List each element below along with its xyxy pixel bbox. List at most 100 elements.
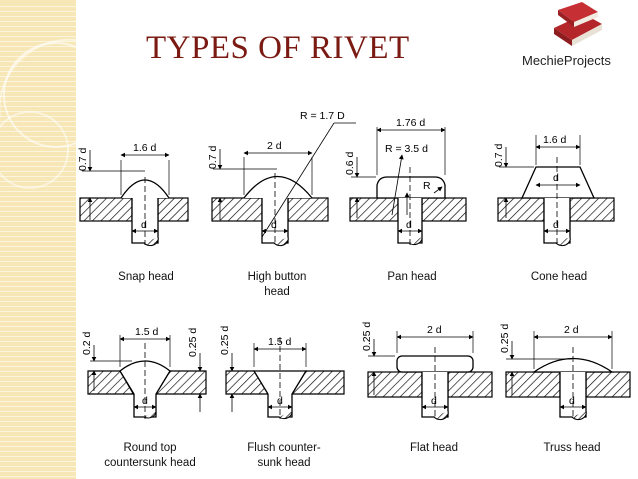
strip-line	[0, 141, 76, 142]
caption-flush-line1: Flush counter-	[247, 442, 321, 454]
strip-line	[0, 151, 76, 152]
caption-high-button-head-line2: head	[264, 286, 290, 298]
strip-line	[0, 21, 76, 22]
caption-high-button-head-line1: High button	[248, 271, 307, 283]
strip-line	[0, 441, 76, 442]
strip-line	[0, 266, 76, 267]
strip-line	[0, 271, 76, 272]
strip-line	[0, 221, 76, 222]
strip-line	[0, 131, 76, 132]
dim-head-diameter: 1.6 d	[133, 142, 157, 154]
strip-line	[0, 86, 76, 87]
strip-line	[0, 371, 76, 372]
strip-line	[0, 356, 76, 357]
strip-line	[0, 81, 76, 82]
dim-dome-height: 0.2 d	[81, 331, 93, 355]
strip-line	[0, 111, 76, 112]
rivet-cone-head: d d 1.6 d 0.7 d Cone head	[493, 134, 615, 283]
strip-line	[0, 256, 76, 257]
dim-shank-diameter: d	[277, 395, 283, 407]
strip-line	[0, 11, 76, 12]
strip-line	[0, 366, 76, 367]
strip-line	[0, 406, 76, 407]
strip-line	[0, 36, 76, 37]
dim-top-diameter: d	[553, 172, 559, 184]
dim-head-diameter: 1.5 d	[268, 336, 292, 348]
rivet-types-diagram: d 1.6 d 0.7 d Snap head d 2 d	[77, 110, 631, 469]
strip-line	[0, 191, 76, 192]
dim-head-diameter: 1.6 d	[543, 134, 567, 146]
strip-line	[0, 231, 76, 232]
strip-line	[0, 396, 76, 397]
strip-line	[0, 246, 76, 247]
dim-head-diameter: 2 d	[427, 324, 442, 336]
books-icon	[554, 2, 602, 46]
strip-line	[0, 321, 76, 322]
strip-line	[0, 301, 76, 302]
strip-line	[0, 201, 76, 202]
strip-line	[0, 421, 76, 422]
dim-radius-small: R	[423, 180, 431, 192]
strip-line	[0, 66, 76, 67]
caption-pan-head: Pan head	[387, 271, 436, 283]
dim-shank-diameter: d	[271, 219, 277, 231]
strip-line	[0, 241, 76, 242]
strip-line	[0, 276, 76, 277]
dim-countersink-depth: 0.25 d	[219, 326, 231, 355]
strip-line	[0, 466, 76, 467]
strip-line	[0, 196, 76, 197]
strip-line	[0, 411, 76, 412]
strip-line	[0, 211, 76, 212]
caption-flush-line2: sunk head	[257, 457, 310, 469]
strip-line	[0, 386, 76, 387]
strip-line	[0, 226, 76, 227]
dim-shank-diameter: d	[406, 219, 412, 231]
dim-head-diameter: 2 d	[267, 140, 282, 152]
strip-line	[0, 341, 76, 342]
strip-line	[0, 431, 76, 432]
dim-radius: R = 1.7 D	[300, 110, 345, 122]
strip-line	[0, 346, 76, 347]
strip-line	[0, 121, 76, 122]
strip-line	[0, 416, 76, 417]
strip-line	[0, 91, 76, 92]
caption-cone-head: Cone head	[531, 271, 587, 283]
strip-line	[0, 76, 76, 77]
caption-flat-head: Flat head	[410, 442, 458, 454]
dim-head-height: 0.7 d	[77, 147, 89, 171]
rivet-flush-countersunk-head: d 1.5 d 0.25 d Flush counter- sunk head	[219, 326, 345, 469]
decorative-side-strip	[0, 0, 76, 479]
strip-line	[0, 401, 76, 402]
dim-head-diameter: 2 d	[564, 324, 579, 336]
caption-round-top-line1: Round top	[123, 442, 176, 454]
dim-head-diameter: 1.5 d	[135, 326, 159, 338]
strip-line	[0, 26, 76, 27]
strip-line	[0, 446, 76, 447]
strip-line	[0, 136, 76, 137]
strip-line	[0, 101, 76, 102]
strip-line	[0, 351, 76, 352]
caption-snap-head: Snap head	[118, 271, 174, 283]
caption-round-top-line2: countersunk head	[104, 457, 195, 469]
strip-line	[0, 206, 76, 207]
strip-line	[0, 476, 76, 477]
dim-head-height: 0.7 d	[493, 143, 505, 167]
rivet-truss-head: d 2 d 0.25 d Truss head	[499, 324, 631, 454]
dim-radius-large: R = 3.5 d	[385, 143, 428, 155]
strip-line	[0, 171, 76, 172]
strip-line	[0, 306, 76, 307]
strip-line	[0, 181, 76, 182]
strip-line	[0, 51, 76, 52]
strip-line	[0, 61, 76, 62]
strip-line	[0, 316, 76, 317]
rivet-flat-head: d 2 d 0.25 d Flat head	[361, 322, 493, 454]
caption-truss-head: Truss head	[543, 442, 600, 454]
strip-line	[0, 106, 76, 107]
strip-line	[0, 471, 76, 472]
brand-logo: MechieProjects	[522, 0, 638, 80]
brand-name: MechieProjects	[522, 53, 611, 68]
dim-head-diameter: 1.76 d	[396, 117, 425, 129]
strip-line	[0, 126, 76, 127]
strip-line	[0, 31, 76, 32]
strip-line	[0, 156, 76, 157]
